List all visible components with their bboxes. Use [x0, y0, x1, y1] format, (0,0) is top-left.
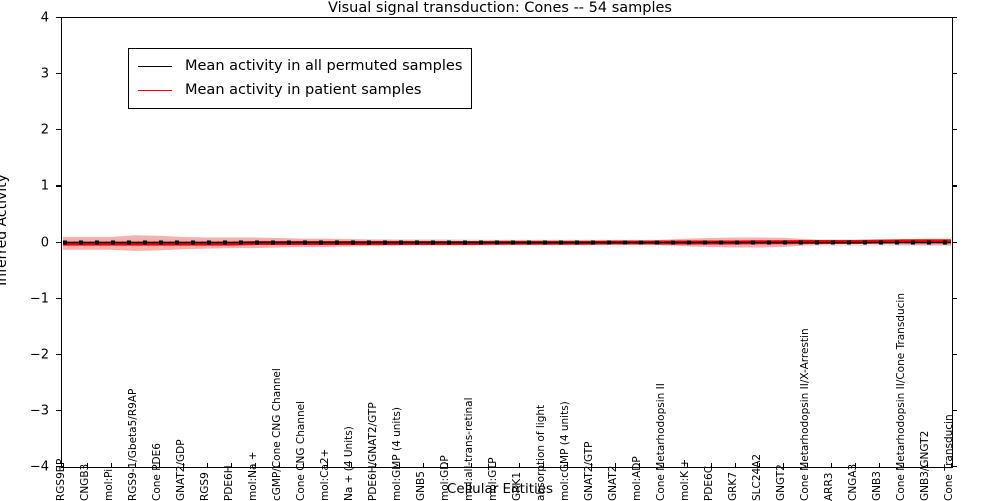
x-tick-mark [903, 463, 904, 468]
x-tick-mark [111, 463, 112, 468]
y-tick-label: −3 [30, 403, 49, 418]
x-tick-mark [687, 463, 688, 468]
y-tick-mark [56, 73, 61, 74]
x-tick-label: Cone Metarhodopsin II/Cone Transducin [895, 293, 907, 501]
x-tick-mark [639, 463, 640, 468]
x-tick-mark [735, 463, 736, 468]
y-tick-mark [56, 298, 61, 299]
x-tick-mark [255, 463, 256, 468]
y-tick-mark-right [952, 410, 957, 411]
x-tick-mark [519, 463, 520, 468]
y-tick-label: −1 [30, 291, 49, 306]
x-tick-mark [807, 463, 808, 468]
x-tick-mark [399, 463, 400, 468]
y-tick-label: −2 [30, 347, 49, 362]
y-tick-mark [56, 466, 61, 467]
x-tick-mark [783, 463, 784, 468]
y-tick-label: 4 [41, 11, 49, 26]
legend-label-patient: Mean activity in patient samples [185, 82, 421, 98]
y-tick-mark-right [952, 17, 957, 18]
x-tick-mark [423, 463, 424, 468]
x-tick-mark [375, 463, 376, 468]
y-tick-label: 2 [41, 123, 49, 138]
y-tick-label: −4 [30, 460, 49, 475]
x-tick-mark [855, 463, 856, 468]
legend-item-permuted: Mean activity in all permuted samples [138, 54, 462, 78]
x-tick-mark [831, 463, 832, 468]
y-tick-mark-right [952, 242, 957, 243]
x-tick-mark [615, 463, 616, 468]
legend-item-patient: Mean activity in patient samples [138, 78, 462, 102]
y-tick-mark-right [952, 354, 957, 355]
x-tick-mark [207, 463, 208, 468]
y-tick-mark [56, 129, 61, 130]
x-tick-mark [351, 463, 352, 468]
x-tick-mark [927, 463, 928, 468]
x-tick-mark [135, 463, 136, 468]
legend-swatch-permuted [138, 66, 172, 67]
legend-label-permuted: Mean activity in all permuted samples [185, 58, 462, 74]
x-tick-mark [759, 463, 760, 468]
y-tick-mark [56, 410, 61, 411]
x-tick-mark [495, 463, 496, 468]
x-tick-mark [231, 463, 232, 468]
x-tick-label: Cone Metarhodopsin II/X-Arrestin [799, 328, 811, 501]
x-tick-mark [711, 463, 712, 468]
x-tick-mark [87, 463, 88, 468]
legend: Mean activity in all permuted samples Me… [128, 48, 472, 109]
x-tick-mark [447, 463, 448, 468]
x-tick-mark [327, 463, 328, 468]
y-axis-title: Inferred Activity [0, 0, 10, 460]
x-tick-mark [303, 463, 304, 468]
y-tick-mark [56, 242, 61, 243]
y-tick-mark-right [952, 73, 957, 74]
x-tick-mark [279, 463, 280, 468]
x-tick-mark [951, 463, 952, 468]
x-tick-mark [471, 463, 472, 468]
x-tick-mark [159, 463, 160, 468]
plot-area: Mean activity in all permuted samples Me… [61, 17, 953, 468]
legend-swatch-patient [138, 90, 172, 91]
chart-title: Visual signal transduction: Cones -- 54 … [0, 0, 1000, 17]
y-tick-label: 0 [41, 235, 49, 250]
y-tick-mark-right [952, 185, 957, 186]
x-tick-mark [591, 463, 592, 468]
x-tick-mark [879, 463, 880, 468]
x-tick-mark [663, 463, 664, 468]
y-tick-mark [56, 185, 61, 186]
x-tick-mark [567, 463, 568, 468]
x-axis-title: Cellular Entities [0, 481, 1000, 497]
x-tick-mark [63, 463, 64, 468]
y-tick-label: 1 [41, 179, 49, 194]
y-tick-mark-right [952, 466, 957, 467]
y-tick-mark-right [952, 129, 957, 130]
y-tick-label: 3 [41, 67, 49, 82]
y-tick-mark [56, 354, 61, 355]
y-tick-mark [56, 17, 61, 18]
x-tick-mark [543, 463, 544, 468]
x-tick-mark [183, 463, 184, 468]
y-tick-mark-right [952, 298, 957, 299]
